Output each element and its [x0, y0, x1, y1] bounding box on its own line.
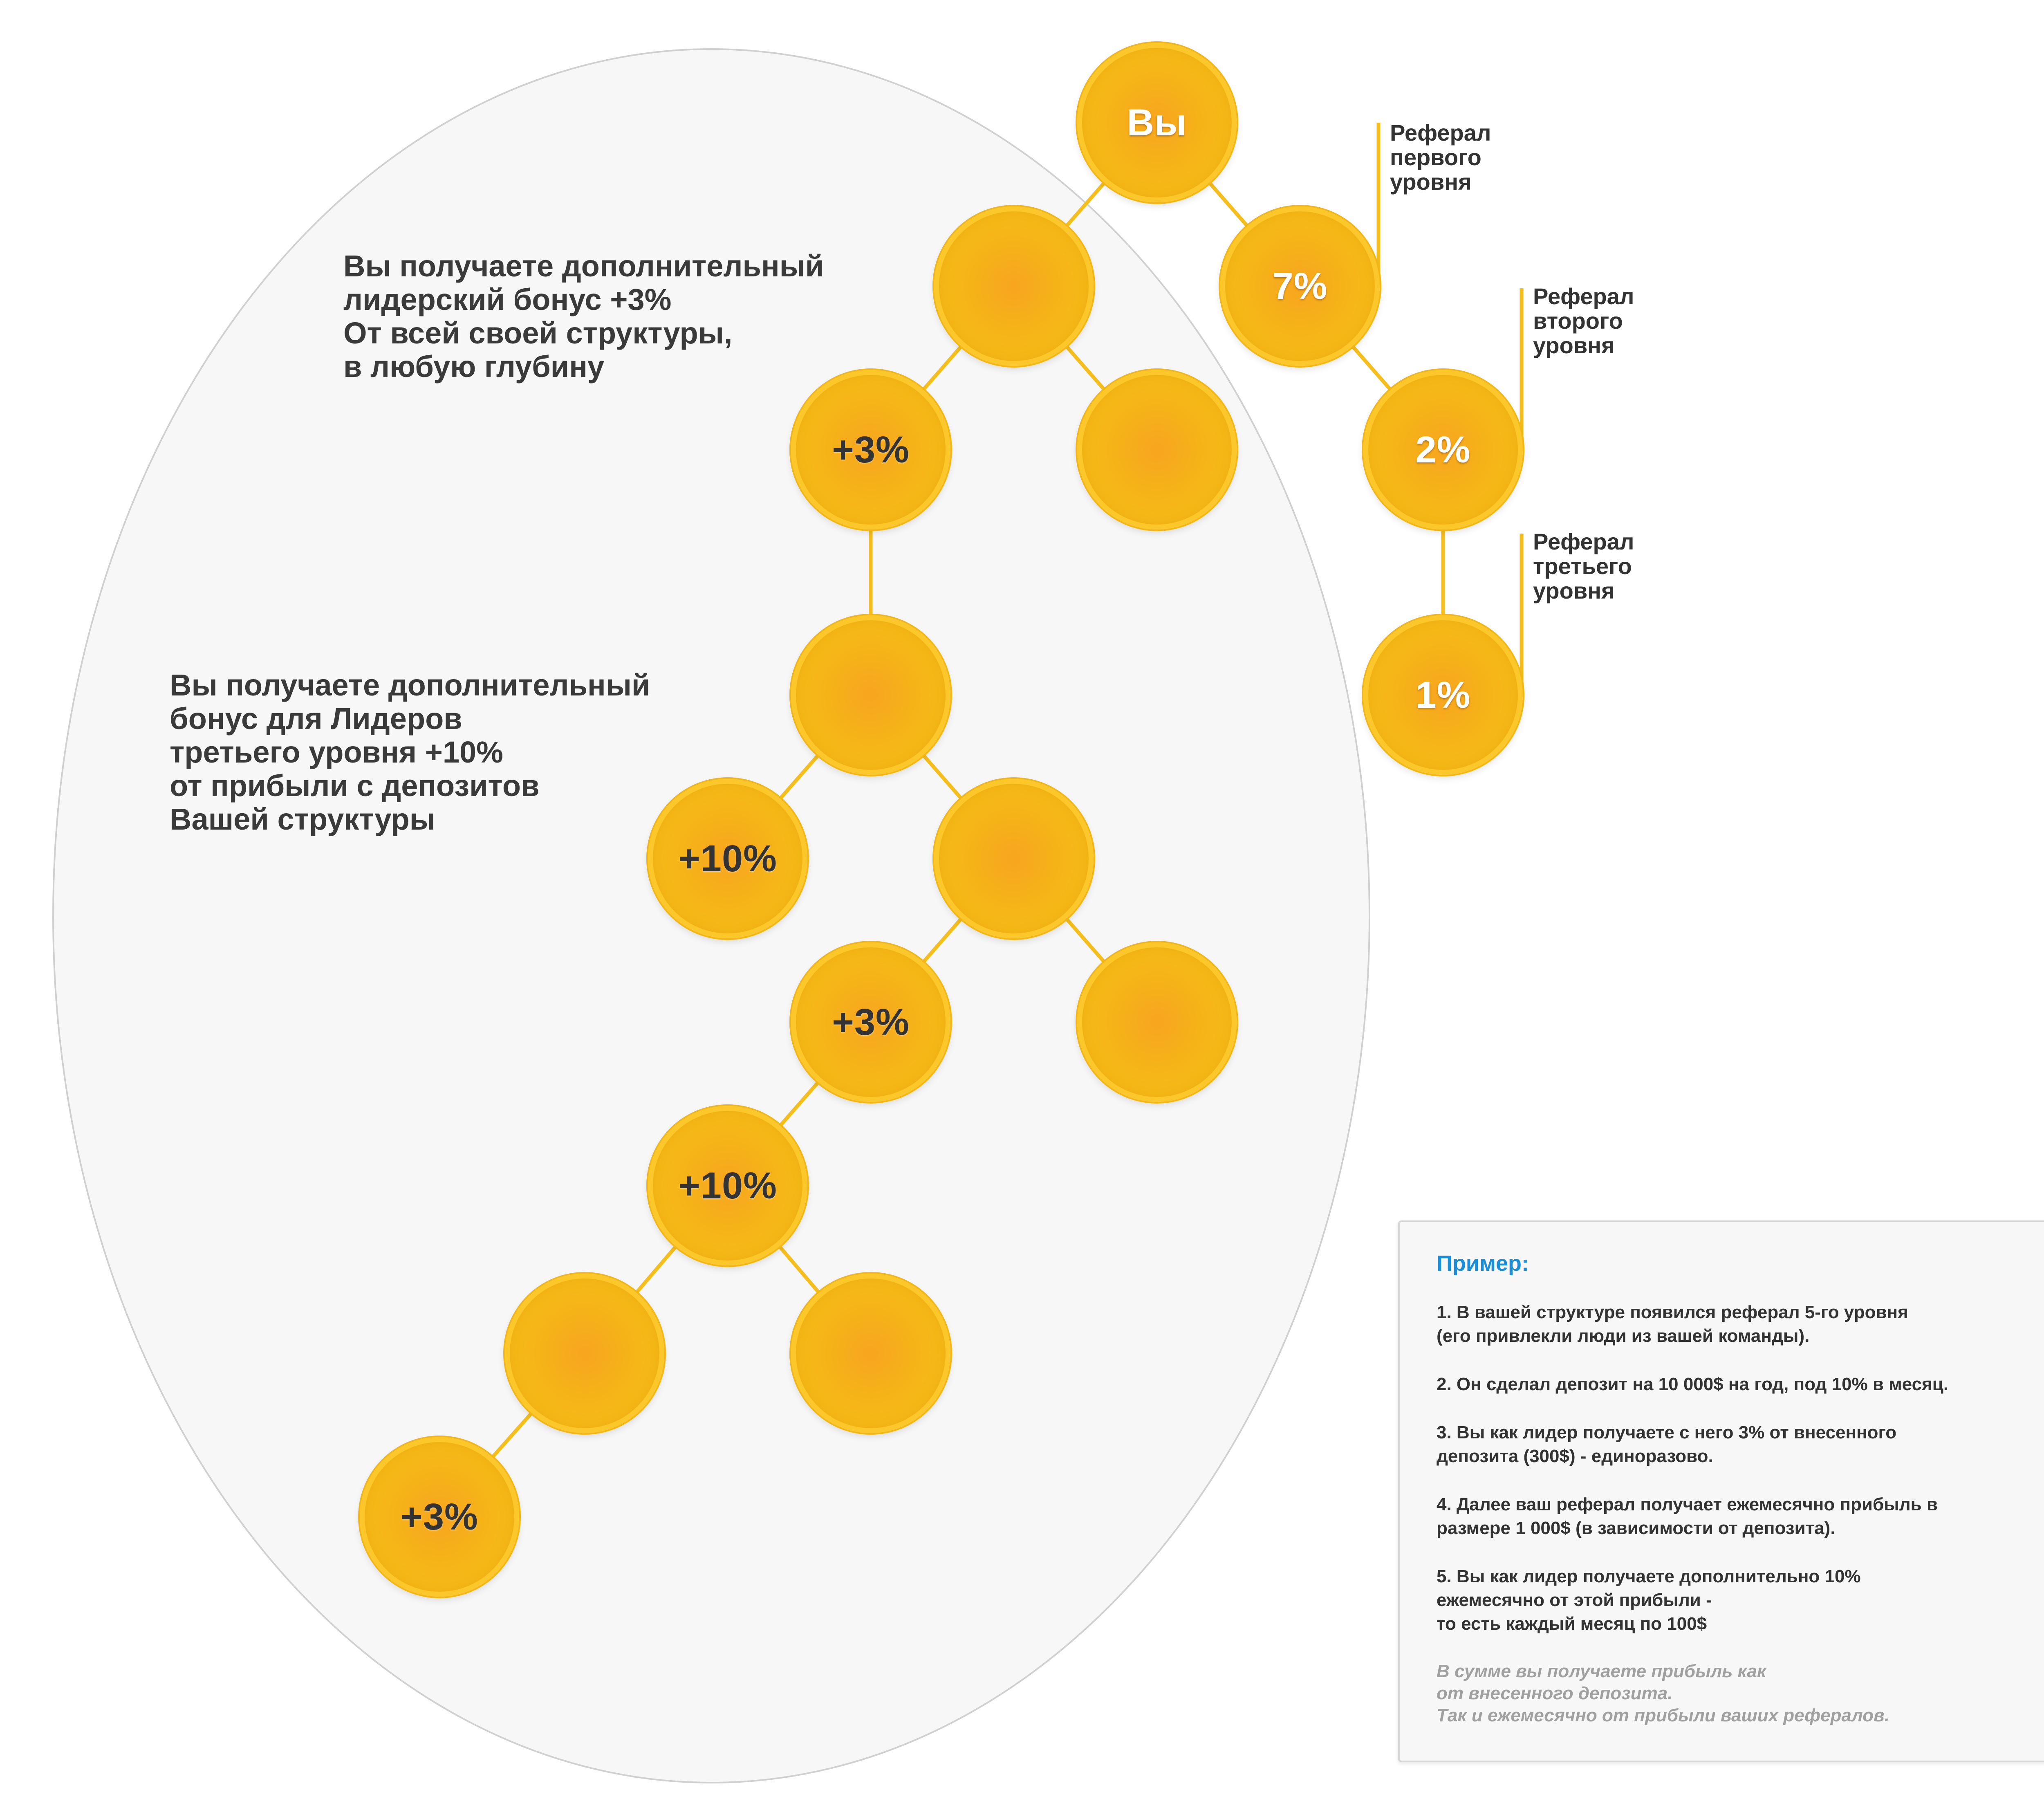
node-label: 7%	[1272, 265, 1328, 307]
referral-label-second: Реферал второго уровня	[1533, 283, 1634, 358]
example-footnote: В сумме вы получаете прибыль как от внес…	[1437, 1661, 1889, 1725]
node-team-member	[934, 779, 1094, 938]
node-label: +10%	[678, 837, 777, 879]
node-label: +3%	[832, 1001, 910, 1043]
node-label: Вы	[1127, 101, 1187, 144]
node-bonus: +3%	[791, 942, 950, 1102]
node-team-member	[791, 615, 950, 775]
node-you: Вы	[1077, 43, 1237, 202]
node-label: +3%	[401, 1496, 478, 1538]
leader-bonus-text: Вы получаете дополнительный лидерский бо…	[343, 249, 824, 384]
node-team-member	[791, 1274, 950, 1433]
node-team-member	[505, 1274, 664, 1433]
node-label: 2%	[1415, 428, 1471, 471]
node-label: +3%	[832, 428, 910, 471]
example-item: 2. Он сделал депозит на 10 000$ на год, …	[1437, 1374, 1949, 1394]
node-bonus: +10%	[648, 1106, 807, 1265]
node-label: +10%	[678, 1164, 777, 1207]
referral-label-third: Реферал третьего уровня	[1533, 529, 1634, 603]
node-level1-referral: 7%	[1220, 206, 1380, 366]
node-team-member	[934, 206, 1094, 366]
example-item: 1. В вашей структуре появился реферал 5-…	[1437, 1302, 1908, 1346]
node-level3-referral: 1%	[1363, 615, 1523, 775]
node-label: 1%	[1415, 674, 1471, 716]
example-item: 3. Вы как лидер получаете с него 3% от в…	[1437, 1422, 1897, 1466]
example-title: Пример:	[1437, 1251, 1529, 1276]
example-item: 4. Далее ваш реферал получает ежемесячно…	[1437, 1494, 1938, 1538]
referral-label-first: Реферал первого уровня	[1390, 120, 1491, 195]
referral-markers	[1376, 123, 1524, 695]
node-level2-referral: 2%	[1363, 370, 1523, 529]
node-bonus: +3%	[791, 370, 950, 529]
node-bonus: +10%	[648, 779, 807, 938]
node-bonus: +3%	[360, 1437, 519, 1597]
example-box: Пример: 1. В вашей структуре появился ре…	[1398, 1220, 2044, 1762]
node-team-member	[1077, 370, 1237, 529]
example-item: 5. Вы как лидер получаете дополнительно …	[1437, 1566, 1861, 1634]
node-team-member	[1077, 942, 1237, 1102]
third-level-bonus-text: Вы получаете дополнительный бонус для Ли…	[170, 668, 650, 836]
